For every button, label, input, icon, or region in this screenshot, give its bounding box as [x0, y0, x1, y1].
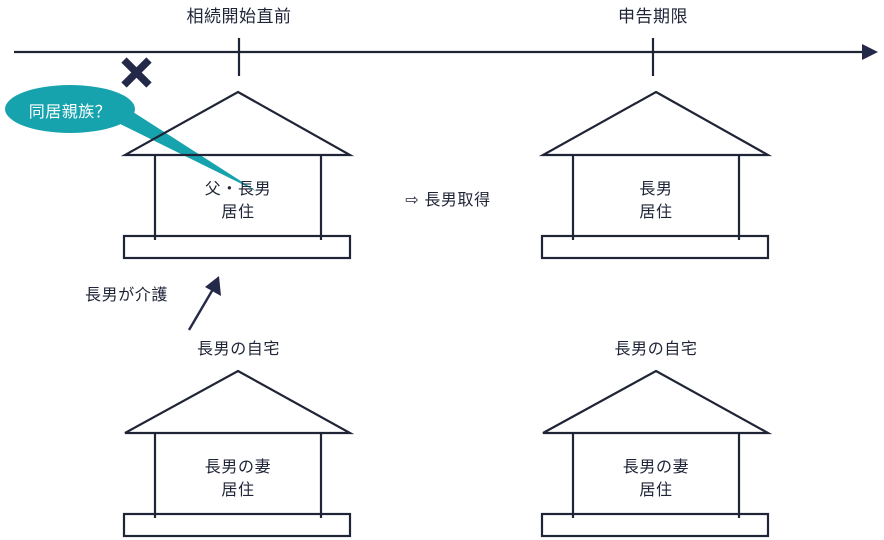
- house-bottom-right-label-line2: 居住: [639, 482, 673, 499]
- transfer-label-acquired-by-eldest-son: ⇨ 長男取得: [405, 192, 491, 209]
- callout-label-cohabiting-relative: 同居親族？: [28, 104, 112, 121]
- house-top-right: [538, 90, 773, 260]
- house-top-left-label-line2: 居住: [221, 204, 255, 221]
- house-bottom-left-label-line1: 長男の妻: [204, 459, 272, 476]
- house-bottom-right-label-line1: 長男の妻: [622, 459, 690, 476]
- house-top-left-label-line1: 父・長男: [204, 181, 272, 198]
- note-label-eldest-son-home-right: 長男の自宅: [614, 341, 698, 358]
- house-top-right-label-line1: 長男: [639, 181, 673, 198]
- timeline-axis: [14, 44, 878, 60]
- house-bottom-left: [122, 369, 355, 538]
- cross-mark-icon: [121, 57, 152, 88]
- arrow-up-right-icon: [187, 276, 221, 331]
- house-top-left: [120, 90, 355, 260]
- timeline-label-inheritance-start: 相続開始直前: [186, 7, 292, 26]
- note-label-eldest-son-caregiving: 長男が介護: [85, 287, 169, 304]
- timeline-label-filing-deadline: 申告期限: [618, 7, 688, 26]
- house-top-right-label-line2: 居住: [639, 204, 673, 221]
- house-bottom-left-label-line2: 居住: [221, 482, 255, 499]
- note-label-eldest-son-home-left: 長男の自宅: [197, 341, 281, 358]
- house-bottom-right: [540, 369, 773, 538]
- arrow-right-icon: [862, 44, 878, 60]
- speech-bubble-icon: [5, 85, 258, 192]
